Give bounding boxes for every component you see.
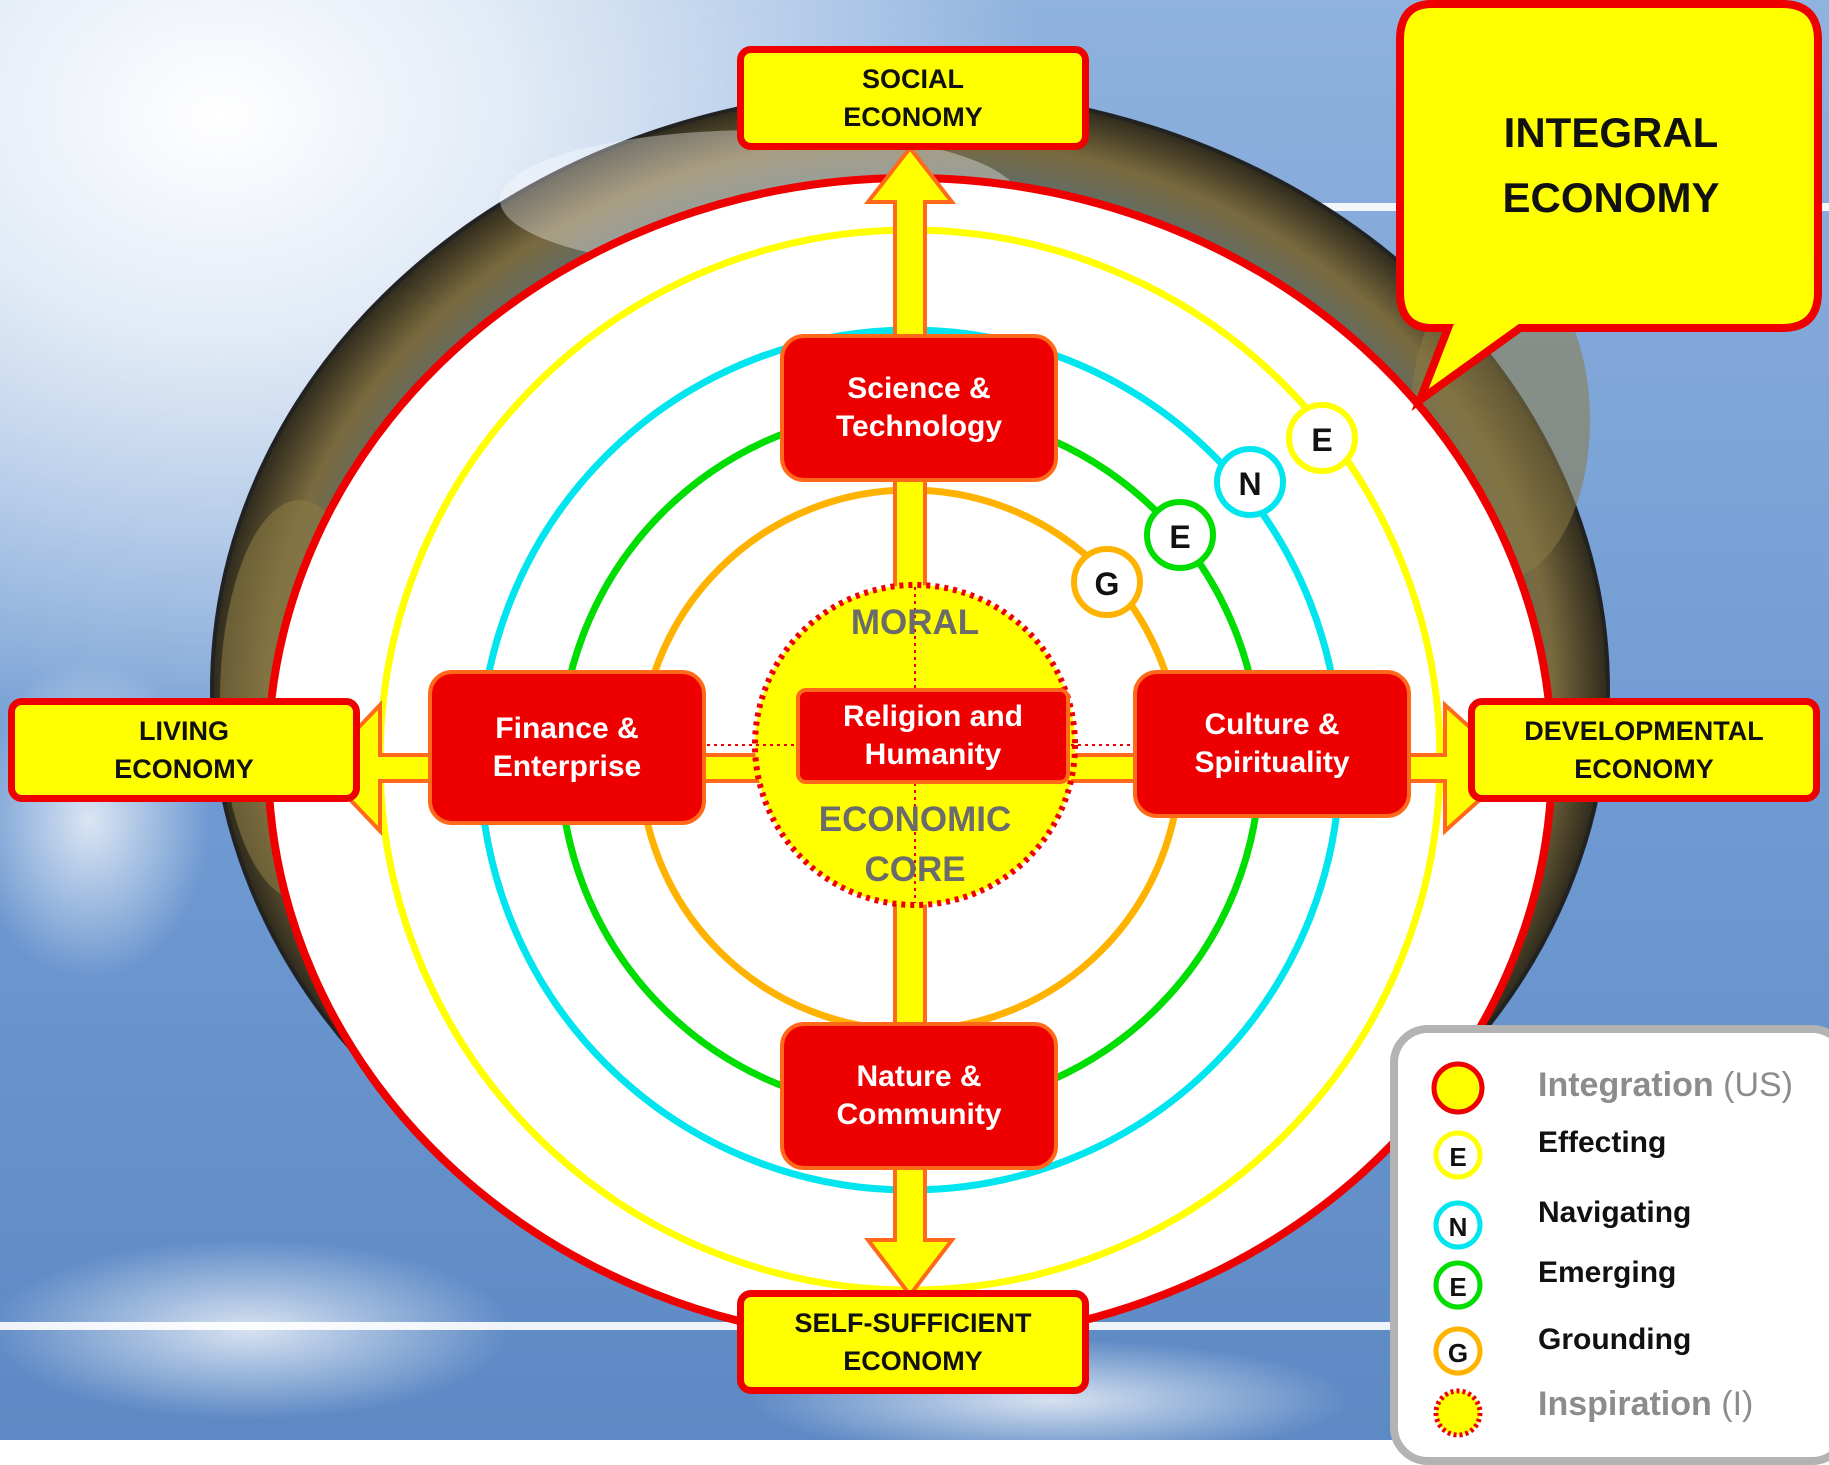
box-line-1: Science & [847, 372, 991, 405]
science-technology-box: Science & Technology [780, 334, 1058, 482]
box-line-1: SELF-SUFFICIENT [794, 1308, 1032, 1338]
ring-marker-effecting: E [1286, 402, 1358, 474]
ring-marker-navigating: N [1214, 446, 1286, 518]
legend-integration: Integration (US) [1538, 1066, 1793, 1105]
box-line-2: ECONOMY [843, 102, 983, 132]
integral-economy-callout [1396, 0, 1822, 412]
box-line-1: Nature & [856, 1060, 982, 1093]
grounding-icon [1433, 1326, 1483, 1376]
callout-line-1: INTEGRAL [1503, 109, 1719, 156]
box-line-1: SOCIAL [861, 64, 964, 94]
legend-grounding: Grounding [1538, 1323, 1692, 1356]
box-line-2: Humanity [864, 738, 1002, 771]
legend-letter: E [1449, 1272, 1466, 1302]
box-line-2: ECONOMY [843, 1346, 983, 1376]
social-economy-box: SOCIAL ECONOMY [737, 46, 1089, 150]
integration-icon [1431, 1061, 1485, 1115]
self-sufficient-economy-box: SELF-SUFFICIENT ECONOMY [737, 1290, 1089, 1394]
living-economy-box: LIVING ECONOMY [8, 698, 360, 802]
legend-letter: G [1448, 1338, 1468, 1368]
nature-community-box: Nature & Community [780, 1022, 1058, 1170]
ring-marker-emerging: E [1144, 499, 1216, 571]
box-line-1: Religion and [843, 700, 1023, 733]
finance-enterprise-box: Finance & Enterprise [428, 670, 706, 825]
moral-label: MORAL [850, 603, 980, 642]
legend-integration-light: (US) [1713, 1066, 1793, 1104]
legend-letter: E [1449, 1142, 1466, 1172]
legend: E N E G Integration (US) Effecting Navig… [1390, 1025, 1829, 1465]
economic-label: ECONOMIC [818, 800, 1012, 839]
box-line-1: LIVING [138, 716, 229, 746]
navigating-icon [1433, 1200, 1483, 1250]
legend-inspiration-bold: Inspiration [1538, 1385, 1712, 1423]
legend-navigating: Navigating [1538, 1196, 1692, 1229]
box-line-2: Community [836, 1098, 1002, 1131]
culture-spirituality-box: Culture & Spirituality [1133, 670, 1411, 818]
box-line-2: ECONOMY [114, 754, 254, 784]
box-line-2: Spirituality [1194, 746, 1350, 779]
legend-inspiration-light: (I) [1711, 1385, 1754, 1423]
box-line-1: Culture & [1204, 708, 1340, 741]
legend-inspiration: Inspiration (I) [1538, 1385, 1753, 1424]
legend-effecting: Effecting [1538, 1126, 1667, 1159]
box-line-2: Technology [835, 410, 1003, 443]
economic-core-label: ECONOMIC CORE [780, 795, 1050, 895]
box-line-1: Finance & [495, 711, 639, 745]
ring-marker-letter: E [1169, 519, 1190, 555]
ring-marker-letter: G [1095, 566, 1120, 602]
callout-line-2: ECONOMY [1502, 174, 1720, 221]
ring-marker-letter: E [1311, 422, 1332, 458]
ring-marker-letter: N [1238, 466, 1261, 502]
integral-economy-title: INTEGRAL ECONOMY [1430, 100, 1792, 230]
legend-emerging: Emerging [1538, 1256, 1677, 1289]
box-line-1: DEVELOPMENTAL [1524, 716, 1764, 746]
inspiration-icon [1433, 1388, 1483, 1438]
effecting-icon [1433, 1130, 1483, 1180]
legend-letter: N [1449, 1212, 1468, 1242]
legend-icons: E N E G [1431, 1061, 1485, 1438]
emerging-icon [1433, 1260, 1483, 1310]
ring-marker-grounding: G [1071, 546, 1143, 618]
core-label: CORE [864, 850, 966, 889]
developmental-economy-box: DEVELOPMENTAL ECONOMY [1468, 698, 1820, 802]
horizon-line [900, 203, 1829, 211]
box-line-2: ECONOMY [1574, 754, 1714, 784]
box-line-2: Enterprise [492, 749, 642, 783]
legend-integration-bold: Integration [1538, 1066, 1714, 1104]
